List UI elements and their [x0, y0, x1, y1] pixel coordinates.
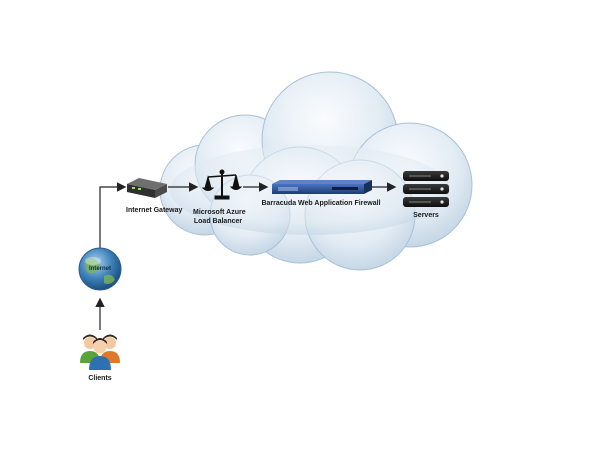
firewall-label: Barracuda Web Application Firewall: [261, 200, 381, 207]
load-balancer-label-line1: Microsoft Azure: [193, 209, 246, 216]
rack-appliance-icon: [272, 180, 372, 194]
arrow-internet-to-gateway: [99, 182, 127, 250]
server-stack-icon: [403, 171, 449, 207]
cloud-shape: [159, 71, 473, 271]
clients-label: Clients: [88, 375, 112, 382]
load-balancer-label: Microsoft Azure Load Balancer: [193, 208, 246, 226]
internet-gateway-label: Internet Gateway: [126, 207, 183, 214]
servers-label: Servers: [413, 212, 439, 219]
users-group-icon: [80, 334, 120, 370]
scale-icon: [201, 169, 243, 200]
router-icon: [127, 178, 167, 198]
load-balancer-label-line2: Load Balancer: [193, 218, 243, 225]
internet-label: Internet: [88, 266, 111, 272]
connection-arrows: [95, 182, 397, 330]
globe-icon: [78, 247, 122, 291]
